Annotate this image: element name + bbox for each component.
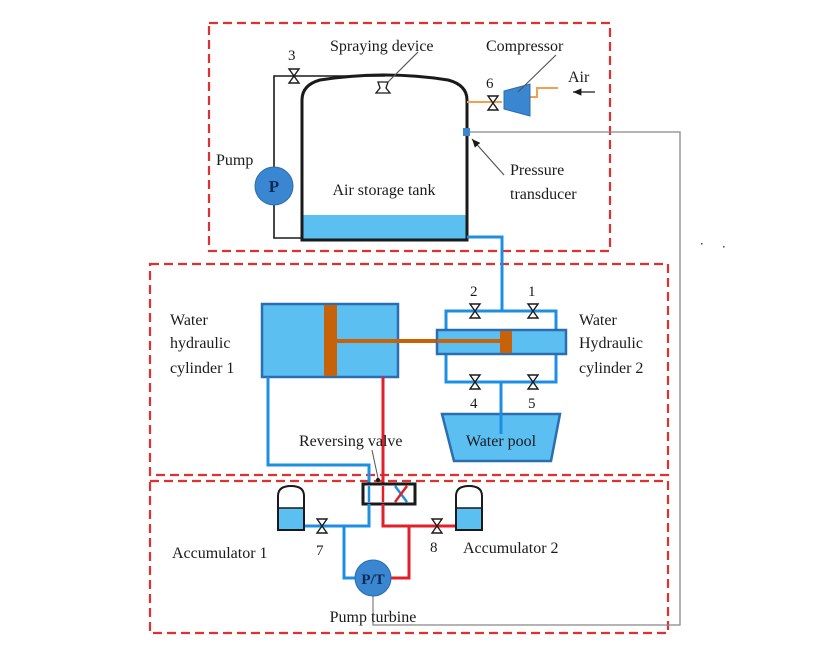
reversing-valve-label: Reversing valve [299, 433, 403, 450]
valve-6-label: 6 [486, 76, 494, 92]
pump-turbine-label: Pump turbine [330, 609, 417, 626]
spraying-device-icon [374, 81, 392, 94]
pump-turbine-symbol: P/T [361, 572, 384, 588]
reversing-valve-leader [371, 449, 379, 479]
spraying-device-leader [387, 51, 419, 83]
stray-dot [701, 243, 703, 245]
cylinder-1-blue-pipe [266, 377, 371, 498]
valve-3-icon [287, 68, 301, 84]
accumulator-1-pipe [304, 504, 371, 528]
valve-6-icon [486, 95, 500, 111]
accumulator-2-label: Accumulator 2 [463, 540, 559, 557]
valve-1-label: 1 [528, 284, 536, 300]
region-pump-turbine [148, 479, 670, 635]
valve-7-icon [315, 518, 329, 534]
valve-4-icon [468, 374, 482, 390]
pump-symbol: P [269, 177, 279, 196]
spraying-device-label: Spraying device [330, 38, 434, 55]
compressor-label: Compressor [486, 38, 564, 55]
reversing-valve-cross-red [394, 485, 408, 503]
transducer-label: transducer [510, 186, 577, 203]
water-pool-label: Water pool [466, 433, 537, 450]
valve-3-label: 3 [288, 48, 296, 64]
accumulator-1-label: Accumulator 1 [172, 545, 268, 562]
valve-8-icon [430, 518, 444, 534]
cylinder-2-label-line1: Water [579, 312, 617, 329]
reversing-valve-dot [376, 478, 380, 482]
transducer-leader [471, 138, 505, 176]
valve-1-icon [526, 303, 540, 319]
air-storage-tank [300, 73, 469, 242]
stray-dot [723, 246, 725, 248]
cylinder-2-bottom-loop [444, 353, 558, 384]
pump-label: Pump [216, 152, 253, 169]
air-inlet-pipe [530, 87, 558, 98]
valve-7-label: 7 [316, 543, 324, 559]
tank-outlet-pipe [467, 235, 504, 311]
compressor-icon [503, 83, 531, 117]
cylinder-1-label-line2: hydraulic [170, 335, 230, 352]
signal-line [372, 131, 681, 626]
valve-2-icon [468, 303, 482, 319]
accumulator-2-pipe [381, 504, 456, 528]
compressor-leader [517, 54, 557, 93]
pump-turbine-icon [354, 559, 392, 597]
pt-blue-pipe [342, 526, 356, 580]
region-hydraulic [148, 262, 670, 477]
accumulator-1 [277, 484, 305, 531]
pressure-transducer-icon [463, 128, 470, 136]
pump-loop-pipe [273, 75, 385, 239]
valve-2-label: 2 [470, 284, 478, 300]
air-label: Air [568, 69, 590, 86]
reversing-valve [361, 482, 417, 506]
tank-label: Air storage tank [332, 182, 435, 199]
valve-4-label: 4 [470, 396, 478, 412]
valve-8-label: 8 [430, 540, 438, 556]
pump-icon [254, 166, 294, 206]
accumulator-2 [455, 484, 483, 531]
tank-water [302, 215, 467, 240]
valve-5-icon [526, 374, 540, 390]
cylinder-1-piston [324, 305, 337, 376]
pressure-label: Pressure [510, 162, 564, 179]
pt-red-pipe [390, 526, 411, 580]
valve-5-label: 5 [528, 396, 536, 412]
cylinder-1-label-line1: Water [170, 312, 208, 329]
cylinder-2-label-line2: Hydraulic [579, 335, 643, 352]
region-air-storage [207, 21, 612, 253]
cylinder-2-piston [500, 331, 512, 353]
water-pool [440, 412, 562, 463]
cylinder-1-label-line3: cylinder 1 [170, 360, 234, 377]
cylinder-2-top-loop [444, 309, 558, 330]
cylinder-2-label-line3: cylinder 2 [579, 360, 643, 377]
